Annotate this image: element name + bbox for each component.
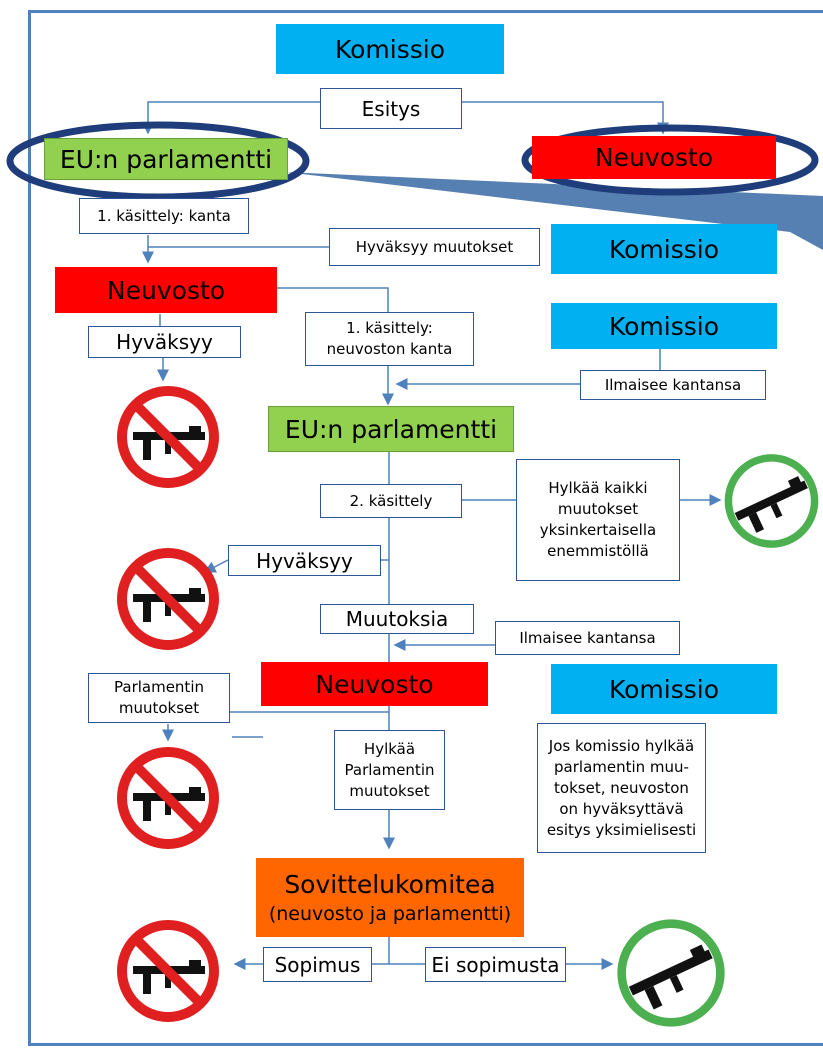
parliament-label: EU:n parlamentti [59, 144, 273, 174]
diagram-frame [28, 10, 823, 1046]
council-label: Neuvosto [315, 669, 434, 699]
text-line: esitys yksimielisesti [546, 820, 697, 839]
text-line: Parlamentin [114, 678, 204, 696]
text-line: neuvoston kanta [326, 340, 453, 358]
council-label: Neuvosto [106, 275, 226, 305]
commission-box-3: Komissio [551, 303, 777, 349]
second-reading-label: 2. käsittely [349, 491, 433, 510]
text-line: enemmistöllä [547, 542, 649, 560]
parliament-label: EU:n parlamentti [284, 414, 498, 444]
no-rifle-icon [117, 920, 219, 1022]
no-agreement-label: Ei sopimusta [431, 952, 560, 977]
text-line: parlamentin muu- [554, 757, 689, 776]
reject-all-box: Hylkää kaikki muutokset yksinkertaisella… [516, 459, 680, 581]
agreement-box: Sopimus [263, 947, 372, 982]
commission-label: Komissio [608, 311, 720, 341]
no-rifle-icon [117, 386, 219, 488]
highlight-oval-council [521, 124, 819, 196]
states-position-box-2: Ilmaisee kantansa [495, 621, 680, 655]
council-position-box: 1. käsittely: neuvoston kanta [305, 312, 474, 366]
accepts-amendments-box: Hyväksyy muutokset [329, 228, 540, 266]
text-line: muutokset [557, 500, 639, 518]
amendments-label: Muutoksia [345, 607, 449, 631]
rifle-allowed-icon [617, 919, 725, 1027]
no-rifle-icon [117, 747, 219, 849]
commission-label: Komissio [334, 34, 446, 64]
council-box-top: Neuvosto [532, 136, 776, 179]
first-reading-label: 1. käsittely: kanta [97, 206, 231, 225]
text-line: Jos komissio hylkää [548, 736, 695, 755]
commission-box-4: Komissio [551, 664, 777, 714]
parliament-box-2: EU:n parlamentti [268, 406, 514, 452]
accepts-label: Hyväksyy [256, 548, 353, 573]
commission-box-top: Komissio [276, 24, 504, 74]
conciliation-title: Sovittelukomitea [284, 870, 496, 899]
first-reading-position-box: 1. käsittely: kanta [79, 198, 249, 234]
accepts-box-1: Hyväksyy [88, 326, 241, 358]
council-box-3: Neuvosto [261, 662, 488, 706]
text-line: muutokset [349, 781, 430, 800]
states-position-label: Ilmaisee kantansa [519, 628, 656, 647]
conciliation-subtitle: (neuvosto ja parlamentti) [268, 903, 512, 925]
council-box-2: Neuvosto [55, 267, 277, 313]
accepts-box-2: Hyväksyy [228, 545, 381, 576]
parliament-amendments-box: Parlamentin muutokset [88, 673, 230, 723]
states-position-box-1: Ilmaisee kantansa [580, 370, 766, 400]
text-line: muutokset [118, 699, 200, 717]
text-line: tokset, neuvoston [554, 778, 689, 797]
rifle-allowed-icon [724, 454, 819, 548]
text-line: 1. käsittely: [346, 319, 433, 337]
conciliation-committee-box: Sovittelukomitea (neuvosto ja parlamentt… [256, 858, 524, 937]
text-line: yksinkertaisella [539, 521, 657, 539]
accepts-amendments-label: Hyväksyy muutokset [355, 237, 514, 256]
text-line: Parlamentin [344, 760, 435, 779]
council-label: Neuvosto [594, 143, 714, 172]
commission-label: Komissio [608, 674, 720, 704]
reject-parliament-amendments-box: Hylkää Parlamentin muutokset [334, 730, 445, 810]
highlight-oval-parliament [6, 121, 310, 201]
text-line: on hyväksyttävä [559, 799, 684, 818]
no-rifle-icon [117, 548, 219, 650]
no-agreement-box: Ei sopimusta [425, 947, 566, 982]
proposal-box: Esitys [320, 88, 462, 129]
commission-box-2: Komissio [551, 224, 777, 274]
accepts-label: Hyväksyy [116, 330, 213, 354]
text-line: Hylkää [363, 739, 416, 758]
commission-rejection-note: Jos komissio hylkää parlamentin muu- tok… [537, 723, 706, 853]
agreement-label: Sopimus [274, 952, 361, 977]
second-reading-box: 2. käsittely [320, 484, 462, 518]
proposal-label: Esitys [361, 96, 421, 121]
states-position-label: Ilmaisee kantansa [604, 375, 742, 394]
amendments-box: Muutoksia [320, 604, 474, 634]
text-line: Hylkää kaikki [548, 479, 648, 497]
parliament-box-1: EU:n parlamentti [44, 138, 288, 180]
commission-label: Komissio [608, 234, 720, 264]
